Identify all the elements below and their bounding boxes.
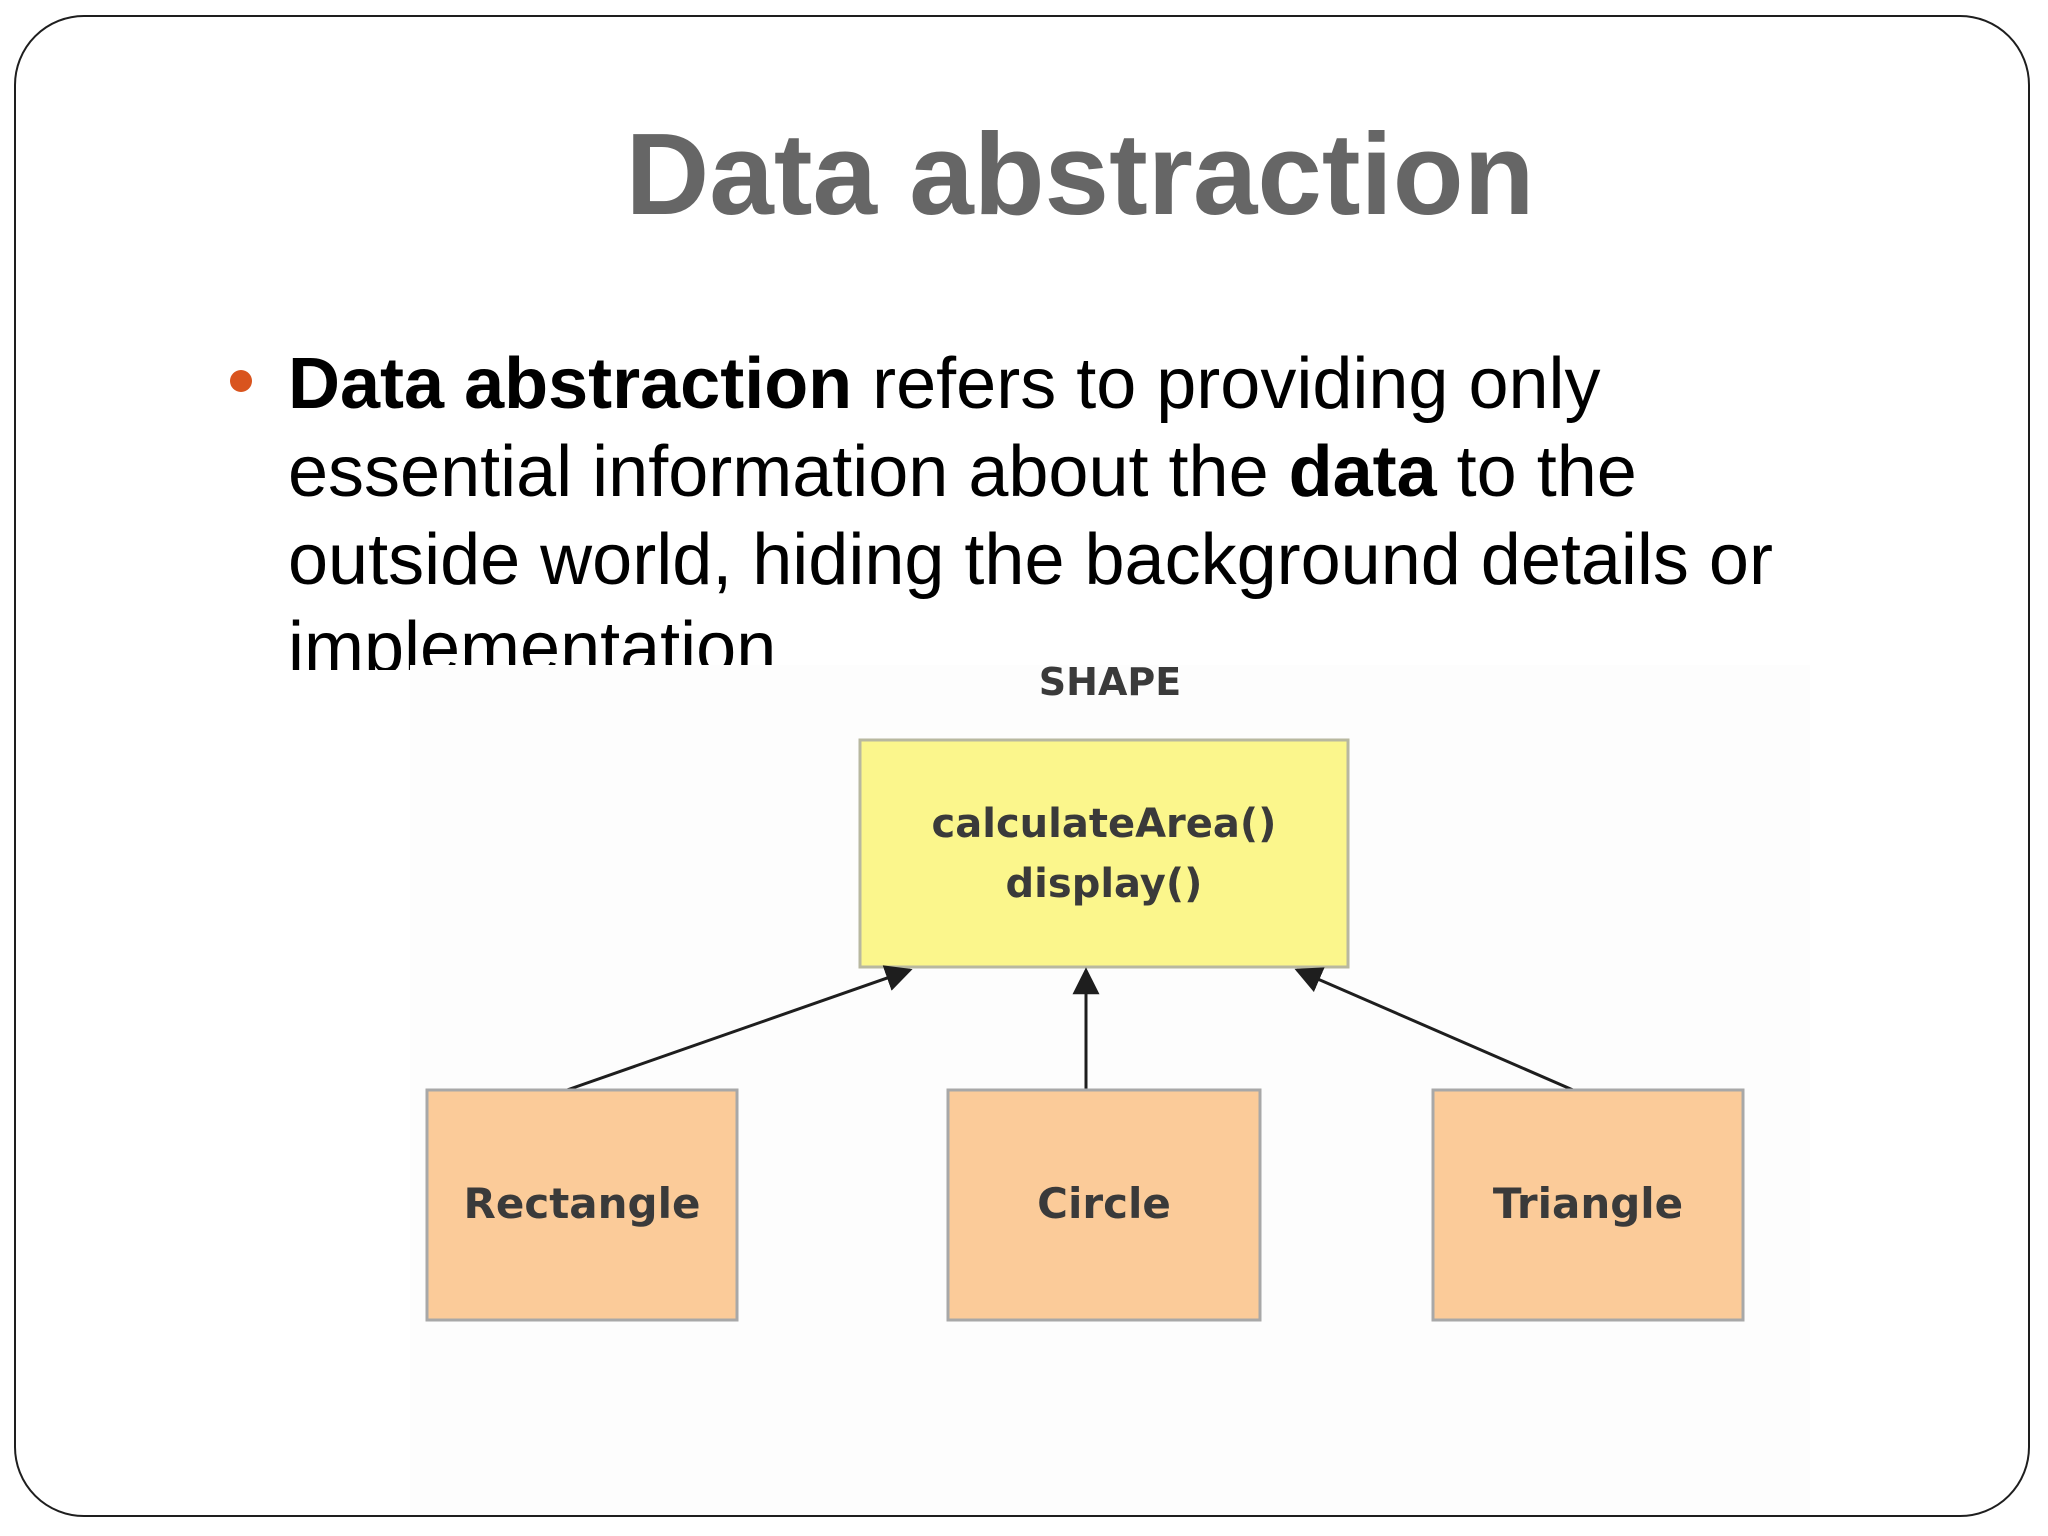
slide-title: Data abstraction <box>625 109 1535 239</box>
bullet-bold-data: data <box>1288 432 1437 512</box>
method-calculate-area: calculateArea() <box>932 801 1277 847</box>
bullet-text-part-2: to the outside world, hiding the backgro… <box>288 432 1773 670</box>
child-class-box-triangle <box>1431 1088 1745 1322</box>
bullet-dot-icon <box>230 370 252 392</box>
class-diagram: SHAPE calculateArea() display() Rectangl… <box>410 665 1810 1515</box>
class-diagram-svg: SHAPE calculateArea() display() Rectangl… <box>425 665 1745 1322</box>
arrow-triangle-to-shape <box>1294 967 1574 1092</box>
parent-class-box <box>858 738 1350 969</box>
child-label-circle: Circle <box>1037 1179 1171 1228</box>
child-class-box-rectangle <box>425 1088 739 1322</box>
arrow-rectangle-to-shape <box>566 965 913 1092</box>
bullet-paragraph: Data abstraction refers to providing onl… <box>288 340 1848 670</box>
method-display: display() <box>1006 861 1203 907</box>
child-class-box-circle <box>946 1088 1262 1322</box>
bullet-bold-lead: Data abstraction <box>288 344 853 424</box>
child-label-triangle: Triangle <box>1493 1179 1683 1228</box>
child-label-rectangle: Rectangle <box>464 1179 701 1228</box>
diagram-caption: SHAPE <box>1039 665 1181 704</box>
bullet-text-part-1: refers to providing only essential infor… <box>288 344 1601 512</box>
